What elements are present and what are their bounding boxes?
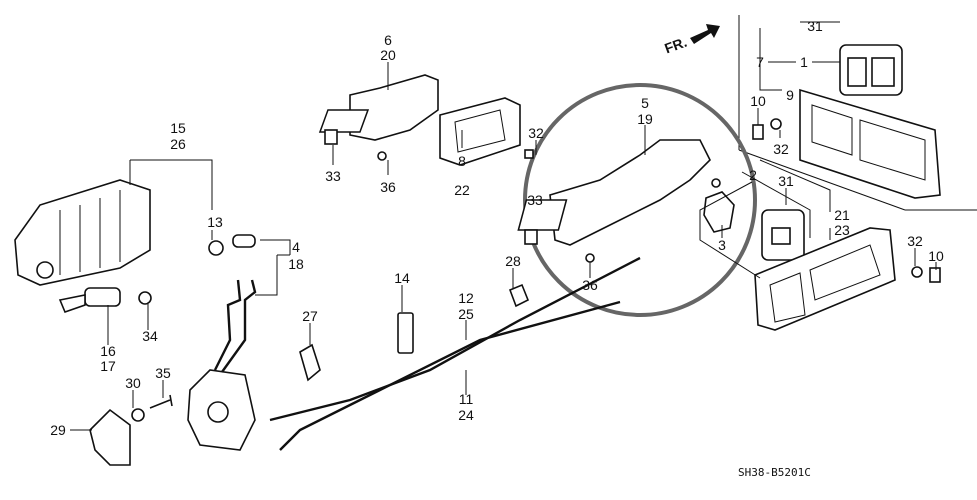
- callout-11: 11: [459, 391, 474, 407]
- callout-25: 25: [458, 306, 474, 322]
- screw-36-b: [585, 253, 595, 263]
- key-cylinder: [58, 287, 121, 314]
- callout-31-b: 31: [778, 173, 794, 189]
- clip-33-b: [524, 229, 538, 245]
- clip-10: [752, 124, 764, 140]
- callout-13: 13: [207, 214, 223, 230]
- bolt-30: [131, 408, 145, 422]
- screw-32-b: [770, 118, 782, 130]
- detail-circle: [523, 83, 757, 317]
- callout-27: 27: [302, 308, 318, 324]
- callout-10: 10: [750, 93, 766, 109]
- callout-4: 4: [292, 239, 300, 255]
- inner-handle-assembly: [517, 139, 711, 246]
- callout-17: 17: [100, 358, 116, 374]
- callout-32-b: 32: [773, 141, 789, 157]
- callout-34: 34: [142, 328, 158, 344]
- callout-14: 14: [394, 270, 410, 286]
- switch-panel-lower: [754, 227, 896, 331]
- inner-handle-bracket: [318, 74, 439, 141]
- callout-23: 23: [834, 222, 850, 238]
- front-direction-arrow: FR.: [662, 24, 720, 56]
- callout-16: 16: [100, 343, 116, 359]
- screw-3: [711, 178, 721, 188]
- power-window-switch: [839, 44, 903, 96]
- callout-12: 12: [458, 290, 474, 306]
- panel-boundary: [738, 15, 977, 211]
- screw-36: [377, 151, 387, 161]
- inner-handle-bezel: [439, 97, 521, 166]
- callout-1: 1: [800, 54, 808, 70]
- rod-protector: [397, 312, 414, 354]
- callout-33: 33: [325, 168, 341, 184]
- bushing-parts: [208, 234, 256, 256]
- callout-6: 6: [384, 32, 392, 48]
- callout-30: 30: [125, 375, 141, 391]
- bolt-35: [149, 394, 173, 409]
- callout-15: 15: [170, 120, 186, 136]
- callout-22: 22: [454, 182, 470, 198]
- callout-21: 21: [834, 207, 850, 223]
- callout-20: 20: [380, 47, 396, 63]
- callout-labels: 6 20 15 26 13 33 36 8 22 32 5 19 33 31 7…: [50, 18, 944, 479]
- callout-7: 7: [756, 54, 764, 70]
- callout-5: 5: [641, 95, 649, 111]
- callout-3: 3: [718, 237, 726, 253]
- callout-9: 9: [786, 87, 794, 103]
- clip-10-b: [929, 267, 941, 283]
- callout-28: 28: [505, 253, 521, 269]
- callout-26: 26: [170, 136, 186, 152]
- rod-clip-28: [508, 283, 530, 308]
- lock-rods: [213, 256, 641, 451]
- striker: [89, 408, 131, 466]
- door-latch: [187, 369, 256, 451]
- callout-33-b: 33: [527, 192, 543, 208]
- screw-32-c: [911, 266, 923, 278]
- outer-door-handle: [14, 179, 151, 286]
- callout-18: 18: [288, 256, 304, 272]
- callout-36: 36: [380, 179, 396, 195]
- leader-lines: [70, 21, 937, 431]
- screw-32: [524, 149, 534, 159]
- diagram-code: SH38-B5201C: [738, 466, 811, 479]
- rod-clip-27: [299, 343, 321, 382]
- callout-19: 19: [637, 111, 653, 127]
- callout-36-b: 36: [582, 277, 598, 293]
- front-direction-label: FR.: [662, 34, 689, 57]
- switch-panel-upper: [799, 88, 941, 199]
- callout-8: 8: [458, 153, 466, 169]
- door-lock-switch: [761, 209, 805, 261]
- lock-knob: [703, 191, 735, 233]
- callout-31: 31: [807, 18, 823, 34]
- callout-35: 35: [155, 365, 171, 381]
- clip-34: [138, 291, 152, 305]
- callout-24: 24: [458, 407, 474, 423]
- clip-33: [324, 129, 338, 145]
- callout-2: 2: [749, 167, 757, 183]
- callout-29: 29: [50, 422, 66, 438]
- callout-32: 32: [528, 125, 544, 141]
- callout-32-c: 32: [907, 233, 923, 249]
- callout-10-b: 10: [928, 248, 944, 264]
